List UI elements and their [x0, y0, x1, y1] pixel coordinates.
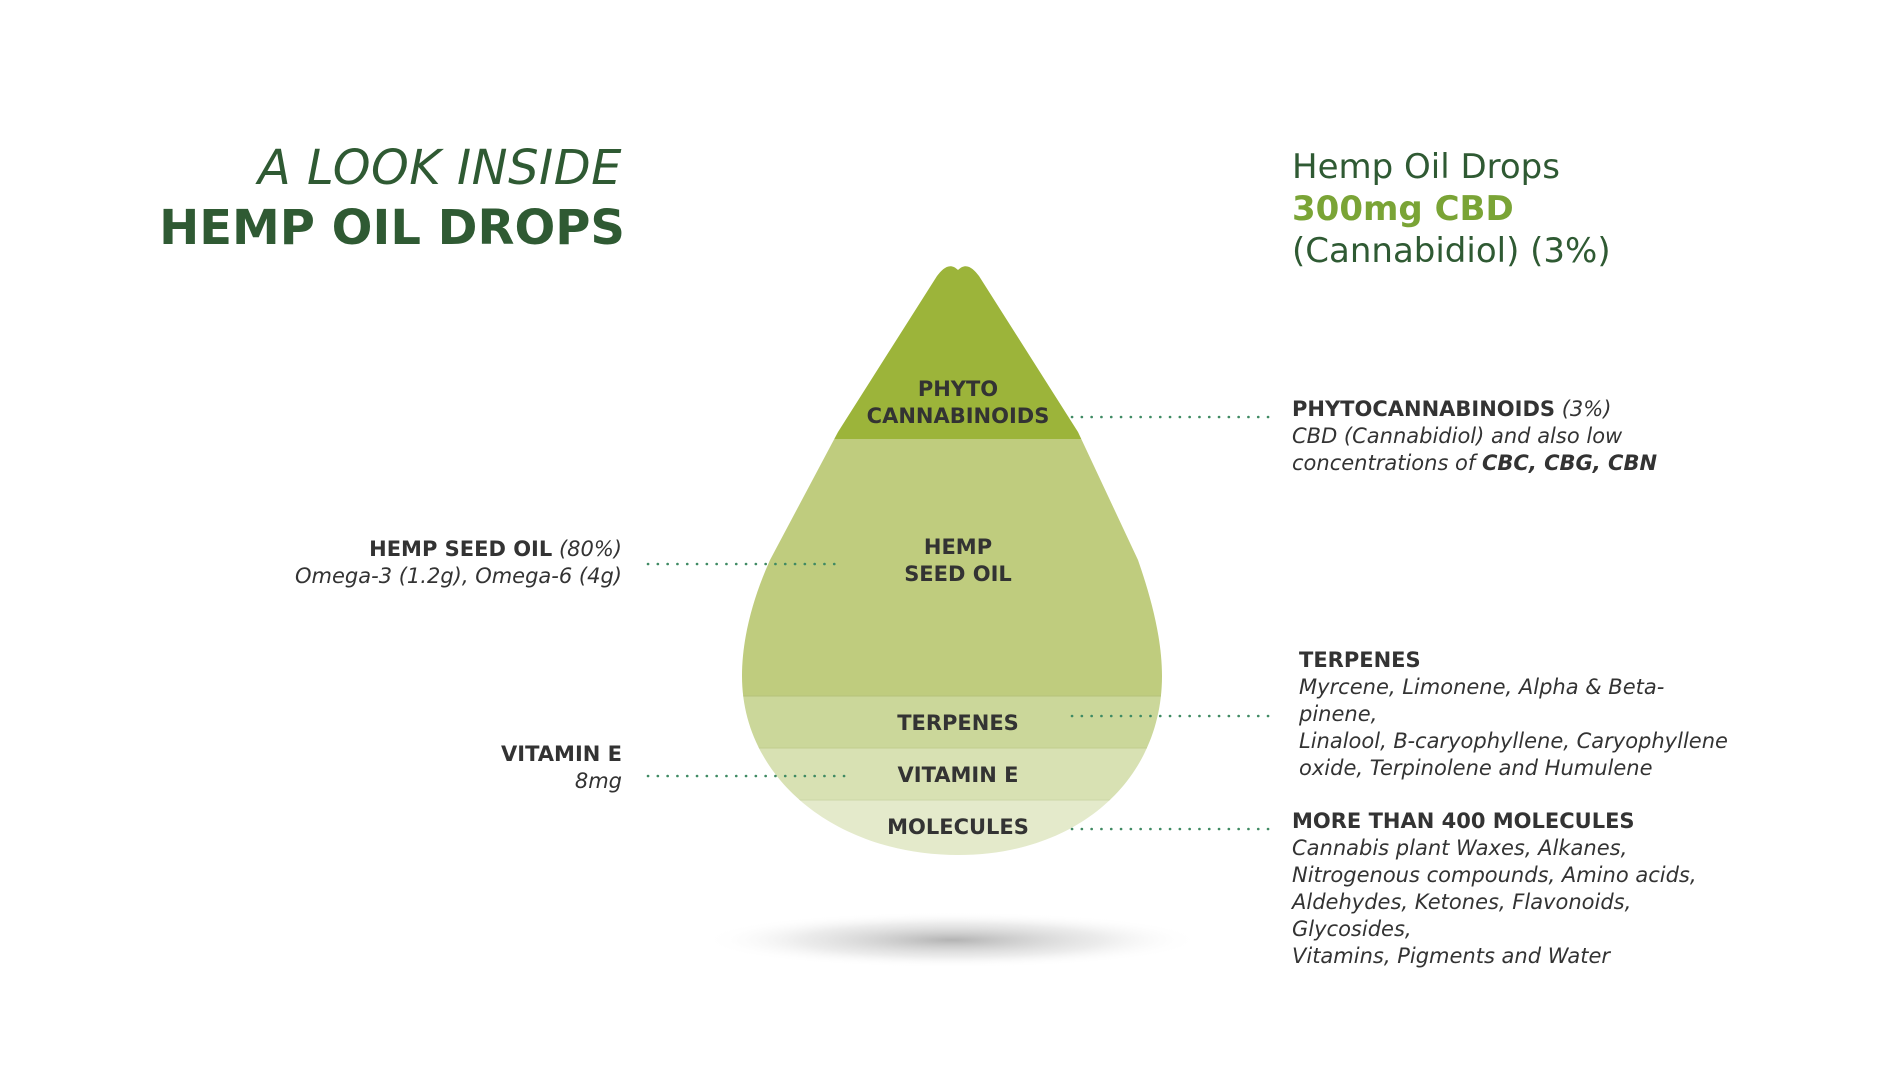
product-name: Hemp Oil Drops: [1292, 147, 1560, 187]
drop-label-phyto-2: CANNABINOIDS: [867, 404, 1050, 428]
label-phyto-pct: (3%): [1561, 397, 1612, 421]
product-dose: 300mg CBD: [1292, 189, 1514, 229]
label-vitamin-name: VITAMIN E: [501, 742, 622, 766]
label-terpenes-detail-3: oxide, Terpinolene and Humulene: [1299, 756, 1653, 780]
label-molecules-detail-4: Vitamins, Pigments and Water: [1292, 944, 1611, 968]
label-hemp-seed-pct: (80%): [558, 537, 622, 561]
title-line-2: HEMP OIL DROPS: [159, 200, 625, 256]
drop-label-seed-2: SEED OIL: [904, 562, 1012, 586]
product-header: Hemp Oil Drops 300mg CBD (Cannabidiol) (…: [1292, 146, 1611, 272]
label-molecules-detail-3: Aldehydes, Ketones, Flavonoids, Glycosid…: [1292, 890, 1632, 941]
label-terpenes-detail-2: Linalool, B-caryophyllene, Caryophyllene: [1299, 729, 1728, 753]
label-phyto-detail-1: CBD (Cannabidiol) and also low: [1292, 424, 1623, 448]
label-hemp-seed-detail: Omega-3 (1.2g), Omega-6 (4g): [295, 564, 622, 588]
label-phyto-detail-bold: CBC, CBG, CBN: [1482, 451, 1658, 475]
label-phyto-name: PHYTOCANNABINOIDS: [1292, 397, 1556, 421]
label-hemp-seed-name: HEMP SEED OIL: [369, 537, 553, 561]
label-molecules: MORE THAN 400 MOLECULES Cannabis plant W…: [1292, 808, 1732, 970]
drop-label-phyto-1: PHYTO: [918, 377, 998, 401]
label-vitamin-e: VITAMIN E 8mg: [150, 741, 622, 795]
drop-label-molecules: MOLECULES: [887, 815, 1029, 839]
layer-seed: [742, 439, 1162, 696]
label-terpenes: TERPENES Myrcene, Limonene, Alpha & Beta…: [1299, 647, 1729, 782]
label-phyto-detail-2: concentrations of: [1292, 451, 1476, 475]
layer-terpenes: [742, 696, 1162, 748]
label-terpenes-name: TERPENES: [1299, 648, 1421, 672]
label-terpenes-detail-1: Myrcene, Limonene, Alpha & Beta-pinene,: [1299, 675, 1665, 726]
layer-vitamin: [742, 748, 1162, 800]
label-phytocannabinoids: PHYTOCANNABINOIDS (3%) CBD (Cannabidiol)…: [1292, 396, 1692, 477]
drop-label-vitamin: VITAMIN E: [898, 763, 1019, 787]
drop-shadow: [702, 912, 1202, 968]
label-molecules-detail-1: Cannabis plant Waxes, Alkanes,: [1292, 836, 1628, 860]
label-hemp-seed-oil: HEMP SEED OIL (80%) Omega-3 (1.2g), Omeg…: [150, 536, 622, 590]
label-molecules-detail-2: Nitrogenous compounds, Amino acids,: [1292, 863, 1697, 887]
drop-label-terpenes: TERPENES: [897, 711, 1019, 735]
title-line-1: A LOOK INSIDE: [257, 140, 622, 196]
label-vitamin-detail: 8mg: [574, 769, 622, 793]
product-compound: (Cannabidiol) (3%): [1292, 231, 1611, 271]
label-molecules-name: MORE THAN 400 MOLECULES: [1292, 809, 1635, 833]
drop-label-seed-1: HEMP: [924, 535, 992, 559]
